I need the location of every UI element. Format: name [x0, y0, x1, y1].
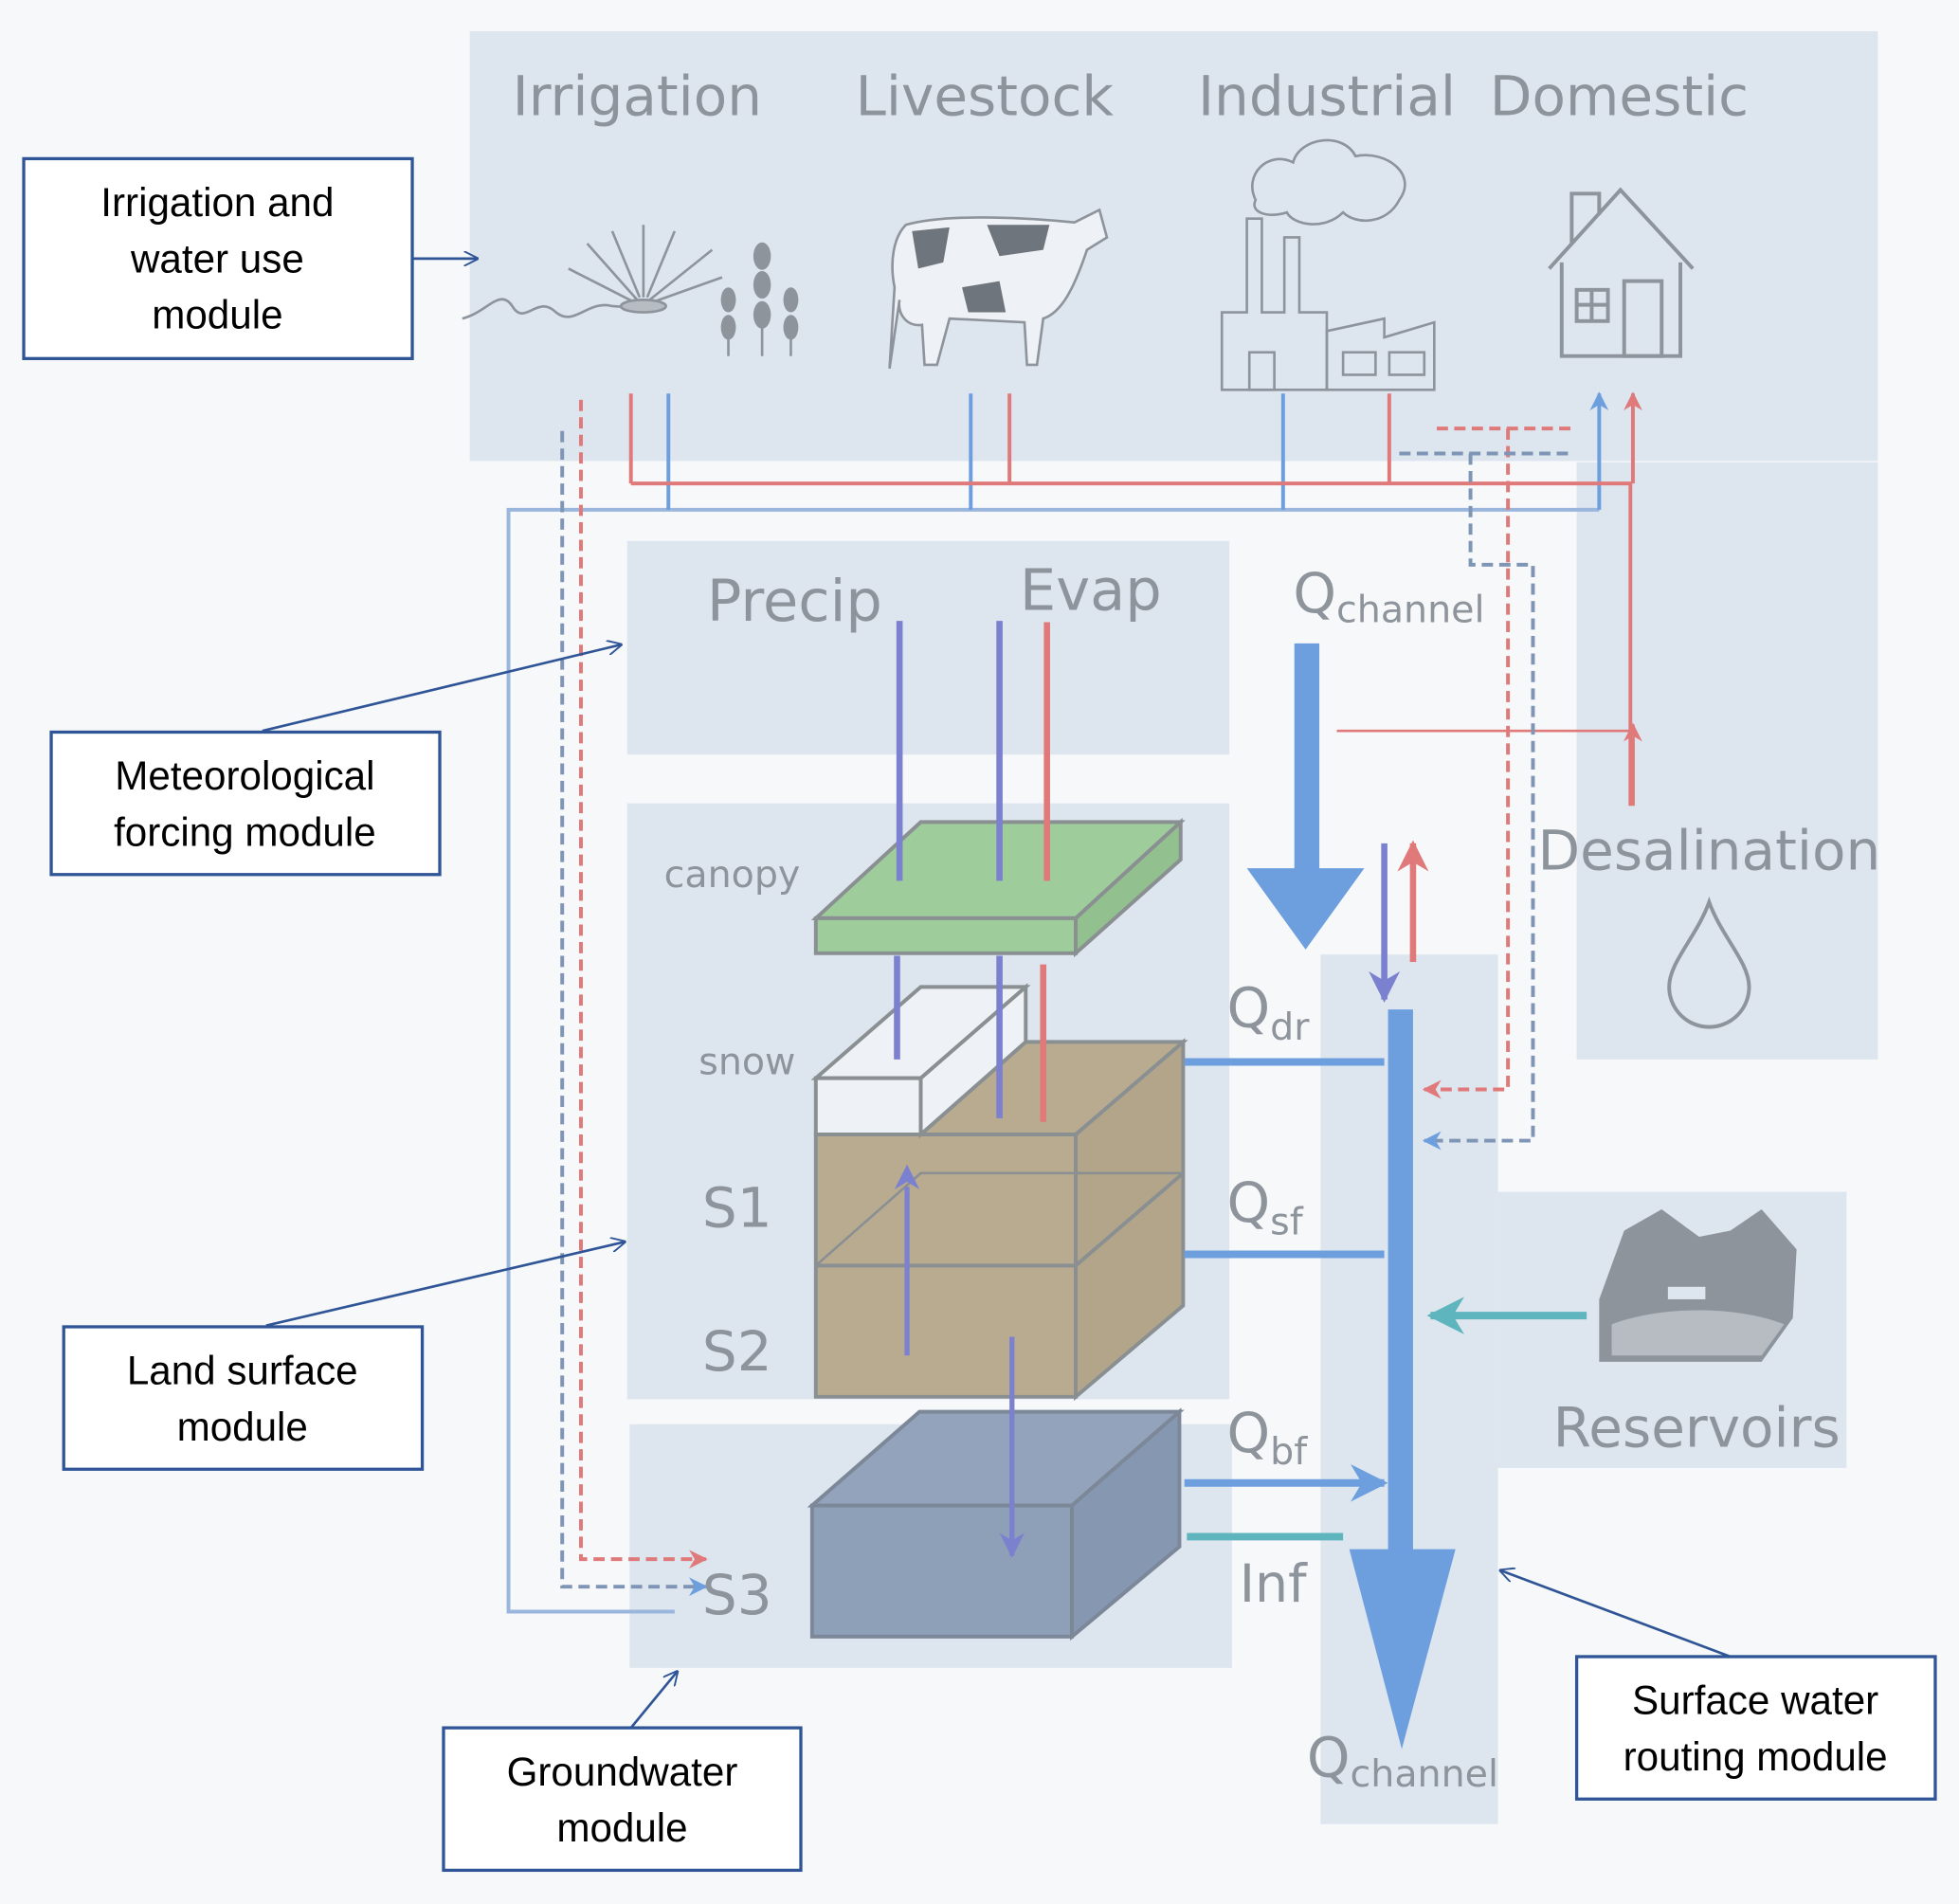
label-line: module: [556, 1805, 687, 1850]
evap-label: Evap: [1020, 557, 1162, 624]
label-line: module: [152, 293, 282, 337]
q-symbol: Q: [1227, 1170, 1271, 1235]
qchannel-bottom-label: Qchannel: [1307, 1726, 1498, 1797]
snow-label: snow: [698, 1041, 795, 1084]
land-surface-module-label: Land surface module: [62, 1325, 425, 1471]
groundwater-module-label: Groundwater module: [442, 1726, 803, 1873]
label-line: Irrigation and: [100, 180, 334, 225]
channel-subscript: channel: [1351, 1752, 1498, 1796]
label-line: module: [177, 1405, 308, 1449]
label-line: forcing module: [114, 809, 376, 854]
q-symbol: Q: [1307, 1726, 1351, 1790]
canopy-label: canopy: [664, 853, 801, 897]
sector-industrial-label: Industrial: [1198, 63, 1456, 128]
inf-label: Inf: [1240, 1554, 1308, 1615]
q-symbol: Q: [1293, 561, 1336, 626]
factory-icon: [1220, 138, 1436, 391]
qbf-label: Qbf: [1227, 1401, 1309, 1474]
desalination-label: Desalination: [1537, 818, 1880, 882]
reservoirs-label: Reservoirs: [1553, 1396, 1841, 1460]
label-line: Groundwater: [507, 1750, 738, 1794]
s3-label: S3: [702, 1563, 772, 1627]
sector-irrigation-label: Irrigation: [513, 63, 762, 128]
sector-livestock-label: Livestock: [856, 63, 1115, 128]
qchannel-top-label: Qchannel: [1293, 561, 1484, 632]
dr-subscript: dr: [1270, 1006, 1310, 1049]
annotation-arrows: [262, 259, 1732, 1729]
water-drop-icon: [1667, 896, 1751, 1029]
meteorological-panel: [626, 540, 1230, 755]
vertical-fluxes: [897, 621, 1412, 1555]
channel-subscript: channel: [1336, 588, 1484, 631]
house-icon: [1548, 187, 1695, 358]
routing-flows: [1184, 643, 1587, 1750]
wheat-icon: [720, 242, 799, 356]
irrigation-sprinkler-icon: [462, 225, 723, 320]
qdr-label: Qdr: [1227, 976, 1311, 1049]
desalination-panel: [1576, 462, 1878, 1060]
cow-icon: [888, 208, 1109, 370]
precip-label: Precip: [707, 569, 882, 635]
q-symbol: Q: [1227, 976, 1271, 1041]
s2-label: S2: [702, 1319, 772, 1384]
label-line: Meteorological: [115, 753, 374, 798]
label-line: Land surface: [127, 1349, 358, 1393]
surface-water-module-label: Surface water routing module: [1574, 1655, 1937, 1801]
reservoir-icon: [1599, 1209, 1797, 1362]
s1-label: S1: [702, 1176, 772, 1241]
sf-subscript: sf: [1270, 1200, 1304, 1243]
bf-subscript: bf: [1270, 1430, 1308, 1474]
meteorological-module-label: Meteorological forcing module: [49, 730, 442, 877]
label-line: routing module: [1623, 1734, 1888, 1779]
irrigation-module-label: Irrigation and water use module: [22, 156, 414, 360]
label-line: Surface water: [1632, 1678, 1878, 1723]
water-use-flows: [506, 393, 1633, 1614]
label-line: water use: [130, 236, 304, 281]
sector-domestic-label: Domestic: [1490, 63, 1749, 128]
qsf-label: Qsf: [1227, 1170, 1304, 1243]
q-symbol: Q: [1227, 1401, 1271, 1465]
panels: [469, 30, 1878, 1824]
